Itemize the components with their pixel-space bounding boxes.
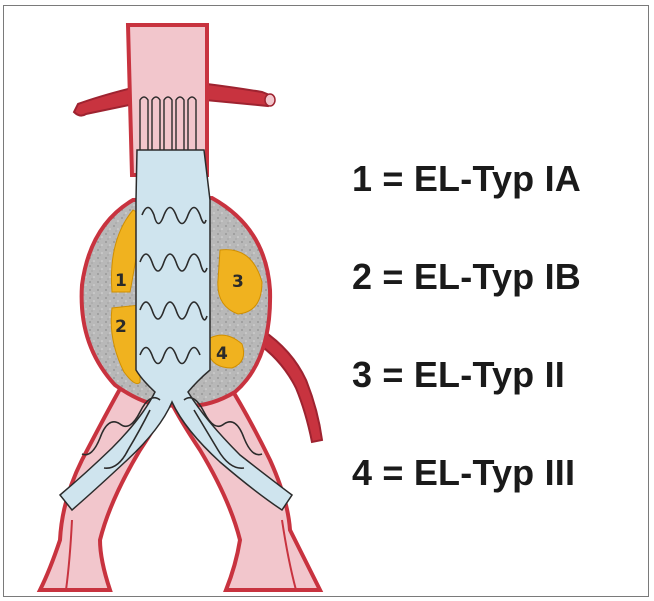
region-number-1: 1 [115,271,127,291]
legend-item-2: 2 = EL-Typ IB [352,256,581,298]
legend-item-3: 3 = EL-Typ II [352,354,565,396]
lumbar-artery [256,330,322,442]
right-renal-artery-opening [265,94,275,106]
region-number-2: 2 [115,317,127,337]
right-renal-artery [205,84,272,106]
left-renal-artery [74,88,134,116]
legend-item-1: 1 = EL-Typ IA [352,158,581,200]
region-number-4: 4 [216,344,228,364]
region-number-3: 3 [232,272,244,292]
legend-item-4: 4 = EL-Typ III [352,452,575,494]
